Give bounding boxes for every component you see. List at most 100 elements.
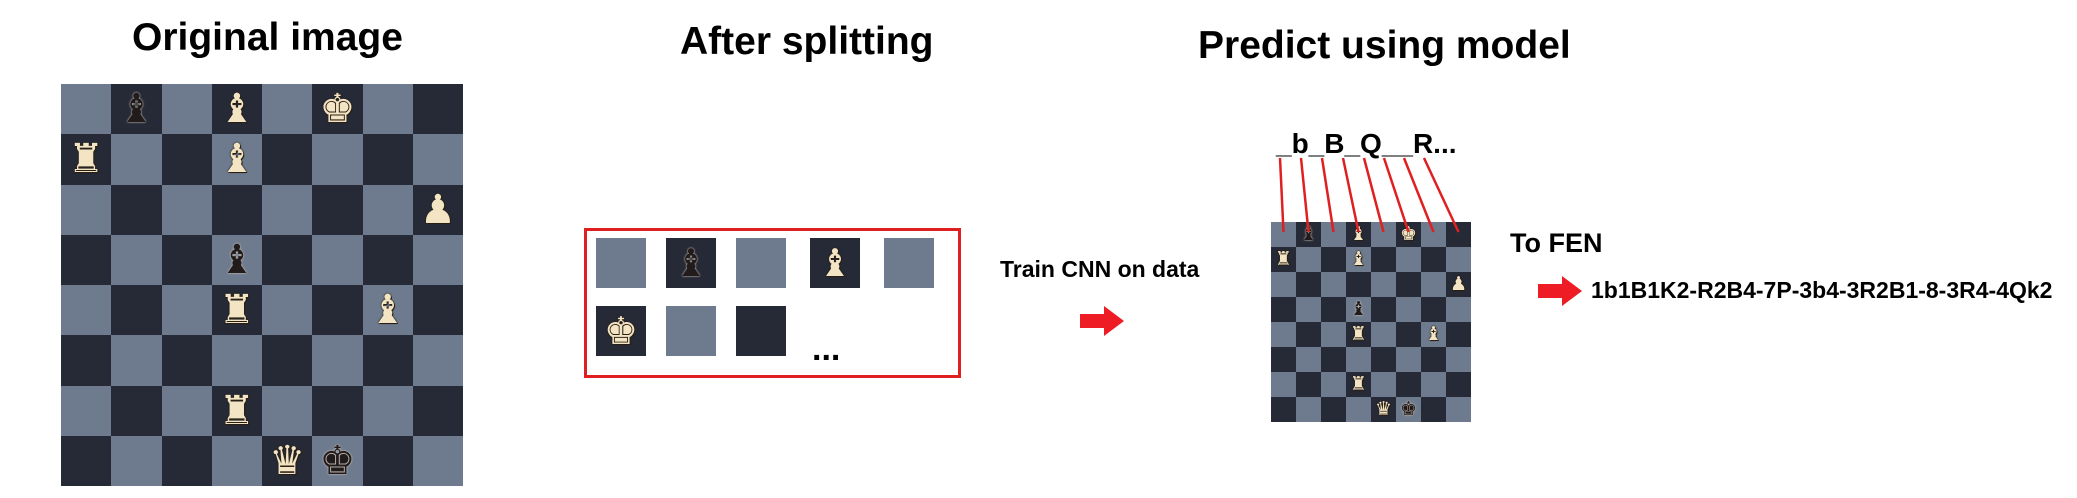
heading-predict-using-model: Predict using model xyxy=(1198,24,1571,67)
board-square xyxy=(1396,347,1421,372)
board-square xyxy=(1296,322,1321,347)
split-tile xyxy=(884,238,934,288)
board-square xyxy=(111,285,162,336)
split-tile xyxy=(596,238,646,288)
board-square xyxy=(61,184,112,235)
split-tiles-frame xyxy=(584,228,961,378)
board-square xyxy=(262,234,313,285)
white-bishop-icon: ♝ xyxy=(1424,323,1443,345)
board-square xyxy=(362,134,413,185)
board-square xyxy=(1421,272,1446,297)
board-square xyxy=(262,184,313,235)
connector-line xyxy=(1402,157,1435,233)
black-bishop-icon: ♝ xyxy=(218,236,255,283)
board-square: ♝ xyxy=(211,84,262,135)
predicted-sequence: _b_B_Q__R... xyxy=(1276,128,1457,159)
board-square xyxy=(1371,347,1396,372)
board-square xyxy=(61,435,112,486)
board-square xyxy=(161,134,212,185)
tiles-ellipsis: ... xyxy=(812,330,841,368)
board-square xyxy=(1296,347,1321,372)
board-square xyxy=(1271,397,1296,422)
board-square: ♝ xyxy=(211,234,262,285)
board-square xyxy=(1346,272,1371,297)
board-square xyxy=(1321,347,1346,372)
board-square xyxy=(412,134,463,185)
board-square xyxy=(1371,272,1396,297)
board-square xyxy=(262,285,313,336)
board-square xyxy=(1296,372,1321,397)
board-square: ♜ xyxy=(211,385,262,436)
board-square xyxy=(362,234,413,285)
board-square xyxy=(1396,247,1421,272)
board-square xyxy=(161,84,212,135)
board-square: ♛ xyxy=(262,435,313,486)
white-king-icon: ♚ xyxy=(1399,223,1418,245)
board-square xyxy=(1446,322,1471,347)
fen-output: 1b1B1K2-R2B4-7P-3b4-3R2B1-8-3R4-4Qk2 xyxy=(1591,277,2053,303)
connector-line xyxy=(1299,157,1310,233)
connector-line xyxy=(1320,157,1335,233)
board-square xyxy=(161,385,212,436)
board-square: ♚ xyxy=(312,84,363,135)
white-pawn-icon: ♟ xyxy=(419,186,456,233)
board-square xyxy=(211,335,262,386)
board-square xyxy=(362,84,413,135)
white-bishop-icon: ♝ xyxy=(817,241,853,285)
white-rook-icon: ♜ xyxy=(1274,248,1293,270)
board-square xyxy=(1271,372,1296,397)
board-square xyxy=(262,385,313,436)
board-square xyxy=(412,285,463,336)
connector-line xyxy=(1422,157,1460,233)
white-bishop-icon: ♝ xyxy=(1349,223,1368,245)
board-square xyxy=(1296,272,1321,297)
board-square xyxy=(1446,347,1471,372)
board-square xyxy=(1271,272,1296,297)
board-square xyxy=(111,335,162,386)
split-tile: ♚ xyxy=(596,306,646,356)
board-square xyxy=(262,335,313,386)
split-tile: ♝ xyxy=(666,238,716,288)
board-square xyxy=(1321,297,1346,322)
board-square xyxy=(412,84,463,135)
board-square xyxy=(1396,297,1421,322)
board-square xyxy=(412,234,463,285)
board-square xyxy=(412,335,463,386)
white-king-icon: ♚ xyxy=(603,309,639,353)
board-square xyxy=(1296,297,1321,322)
board-square xyxy=(1421,247,1446,272)
board-square: ♝ xyxy=(1421,322,1446,347)
board-square xyxy=(1296,397,1321,422)
board-square xyxy=(1421,397,1446,422)
black-bishop-icon: ♝ xyxy=(673,241,709,285)
arrow-icon xyxy=(1538,276,1582,306)
board-square xyxy=(1346,397,1371,422)
arrow-icon xyxy=(1080,306,1124,336)
split-tile: ♝ xyxy=(810,238,860,288)
connector-line xyxy=(1362,157,1385,233)
board-square: ♜ xyxy=(61,134,112,185)
board-square xyxy=(312,335,363,386)
white-rook-icon: ♜ xyxy=(1349,323,1368,345)
black-bishop-icon: ♝ xyxy=(1349,298,1368,320)
original-chessboard: ♝♝♚♜♝♟♝♜♝♜♛♚ xyxy=(61,84,463,486)
board-square xyxy=(262,84,313,135)
board-square xyxy=(61,335,112,386)
board-square: ♚ xyxy=(312,435,363,486)
board-square xyxy=(1446,297,1471,322)
board-square xyxy=(1271,347,1296,372)
black-king-icon: ♚ xyxy=(319,437,356,484)
board-square xyxy=(211,435,262,486)
white-rook-icon: ♜ xyxy=(1349,373,1368,395)
board-square xyxy=(1371,247,1396,272)
board-square xyxy=(1296,247,1321,272)
board-square xyxy=(1446,372,1471,397)
board-square xyxy=(1321,322,1346,347)
board-square: ♝ xyxy=(1296,222,1321,247)
board-square xyxy=(362,385,413,436)
predicted-chessboard: ♝♝♚♜♝♟♝♜♝♜♛♚ xyxy=(1271,222,1471,422)
white-bishop-icon: ♝ xyxy=(369,287,406,334)
board-square: ♛ xyxy=(1371,397,1396,422)
board-square xyxy=(1321,372,1346,397)
